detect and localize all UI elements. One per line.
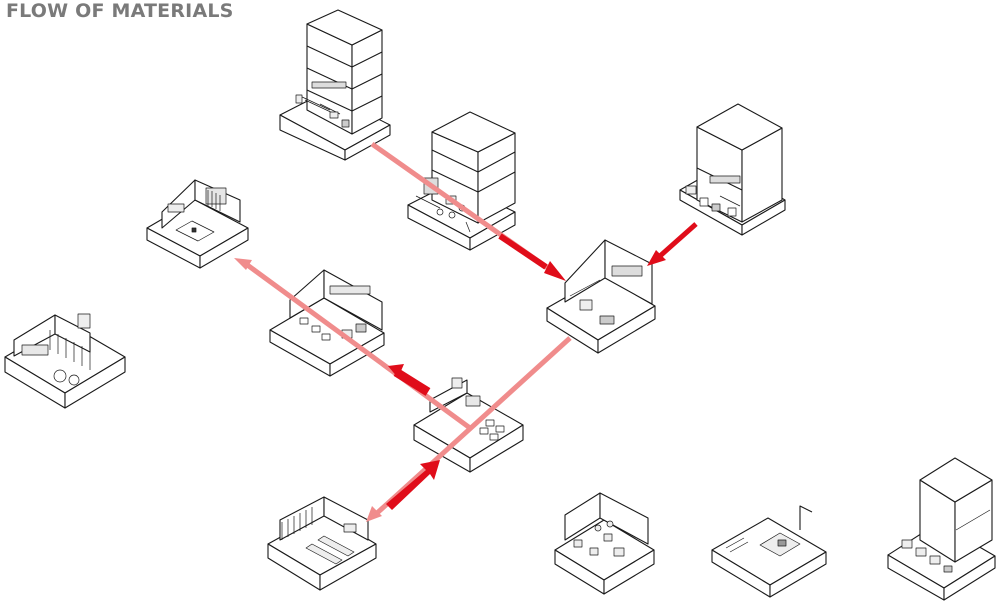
module-room-bottom-center — [554, 492, 655, 595]
module-room-right-center — [546, 239, 656, 354]
module-platform-bottom-right — [711, 505, 827, 598]
module-building-right — [679, 103, 786, 236]
flow-line-cabinet-to-storage — [374, 336, 572, 516]
flow-line-right-to-cabinet — [658, 222, 698, 258]
flow-arrows — [234, 141, 698, 522]
module-tall-building-top — [279, 9, 391, 161]
arrowhead-right-to-cabinet — [647, 250, 666, 266]
flow-line-hub-to-top-left — [244, 261, 472, 431]
flow-thick-arrow — [386, 460, 440, 510]
arrowhead-to-cabinet — [544, 261, 566, 281]
module-room-far-left — [4, 313, 126, 409]
arrowhead-to-storage — [366, 506, 382, 522]
arrowhead-to-top-left — [234, 258, 252, 270]
module-room-top-left — [146, 179, 249, 269]
diagram-title: FLOW OF MATERIALS — [6, 0, 234, 22]
module-building-far-right — [887, 457, 996, 601]
module-storage-bottom-left — [267, 496, 377, 591]
module-room-center-left — [269, 269, 385, 377]
